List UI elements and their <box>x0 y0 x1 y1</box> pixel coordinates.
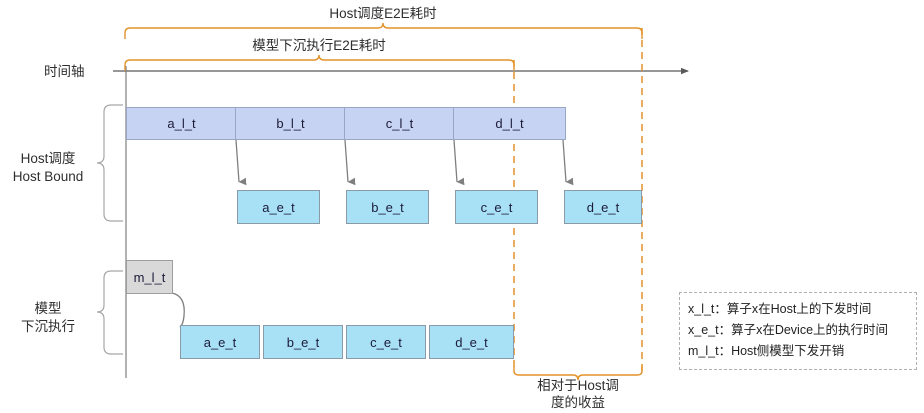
launch-bar-b[interactable]: b_l_t <box>236 107 345 140</box>
label-host-section-line2: Host Bound <box>12 169 84 184</box>
connector-c <box>453 139 465 186</box>
host-exec-box-c[interactable]: c_e_t <box>455 190 538 224</box>
label-sink-section-line1: 模型 <box>34 301 62 316</box>
bracket-sink-e2e <box>124 54 515 71</box>
sink-exec-box-a-label: a_e_t <box>203 334 237 350</box>
host-exec-box-b[interactable]: b_e_t <box>346 190 429 224</box>
legend-box: x_l_t：算子x在Host上的下发时间 x_e_t：算子x在Device上的执… <box>679 292 917 370</box>
connector-a <box>235 139 247 186</box>
sink-exec-box-a[interactable]: a_e_t <box>180 325 260 359</box>
launch-bar-b-label: b_l_t <box>276 116 305 131</box>
host-exec-box-a-label: a_e_t <box>262 199 295 215</box>
sink-exec-box-d[interactable]: d_e_t <box>429 325 514 359</box>
host-exec-box-d-label: d_e_t <box>586 199 620 215</box>
label-sink-section-line2: 下沉执行 <box>21 319 75 334</box>
sink-exec-box-b-label: b_e_t <box>286 334 320 350</box>
host-exec-box-b-label: b_e_t <box>371 199 404 215</box>
label-host-section-line1: Host调度 <box>20 151 76 166</box>
connector-model <box>171 292 188 336</box>
legend-line-x-e-t: x_e_t：算子x在Device上的执行时间 <box>688 323 889 337</box>
label-benefit-line1: 相对于Host调 <box>537 378 619 393</box>
launch-bar-d[interactable]: d_l_t <box>454 107 566 140</box>
connector-arrows-host <box>235 139 574 186</box>
sink-exec-box-b[interactable]: b_e_t <box>263 325 343 359</box>
launch-bar-a[interactable]: a_l_t <box>126 107 236 140</box>
label-sink-section: 模型下沉执行 <box>0 300 96 336</box>
label-benefit: 相对于Host调度的收益 <box>498 377 658 411</box>
sink-exec-box-c[interactable]: c_e_t <box>346 325 426 359</box>
brace-sink-section <box>96 270 123 355</box>
launch-bar-c[interactable]: c_l_t <box>345 107 454 140</box>
connector-b <box>344 139 356 186</box>
launch-bar-c-label: c_l_t <box>385 116 414 131</box>
sink-exec-box-d-label: d_e_t <box>455 334 488 350</box>
legend-line-m-l-t: m_l_t：Host侧模型下发开销 <box>688 344 845 358</box>
legend-line-x-l-t: x_l_t：算子x在Host上的下发时间 <box>688 302 872 316</box>
host-exec-box-a[interactable]: a_e_t <box>237 190 320 224</box>
label-host-section: Host调度 Host Bound <box>0 150 96 186</box>
launch-bar-d-label: d_l_t <box>495 116 524 131</box>
launch-bar-divider <box>453 108 454 139</box>
brace-host-section <box>96 104 123 222</box>
connector-d <box>562 139 574 186</box>
launch-bar-divider <box>235 108 236 139</box>
sink-model-box-label: m_l_t <box>133 269 166 285</box>
label-time-axis: 时间轴 <box>44 64 85 79</box>
host-exec-box-c-label: c_e_t <box>480 199 513 215</box>
launch-bar-a-label: a_l_t <box>167 116 196 131</box>
connector-arrows-sink <box>171 292 188 336</box>
label-benefit-line2: 度的收益 <box>551 395 605 410</box>
label-sink-e2e: 模型下沉执行E2E耗时 <box>252 38 386 53</box>
sink-exec-box-c-label: c_e_t <box>370 334 402 350</box>
launch-bar-divider <box>344 108 345 139</box>
host-exec-box-d[interactable]: d_e_t <box>564 190 642 224</box>
label-host-e2e: Host调度E2E耗时 <box>329 6 437 21</box>
sink-model-box[interactable]: m_l_t <box>126 260 173 294</box>
